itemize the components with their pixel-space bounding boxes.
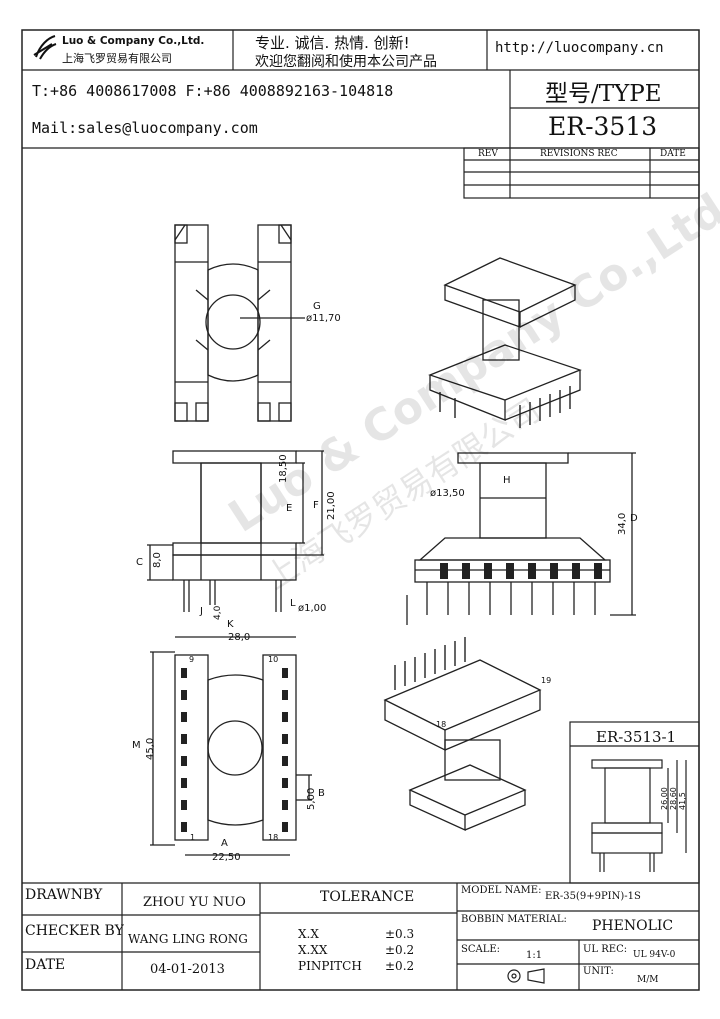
marker-f: F (313, 500, 319, 511)
dim-e-height: 18,50 (278, 454, 289, 483)
model-value: ER-35(9+9PIN)-1S (545, 891, 641, 902)
unit-label: UNIT: (583, 966, 614, 977)
marker-h: H (503, 475, 511, 486)
marker-b: B (318, 788, 325, 799)
pin-label-1: 1 (190, 833, 196, 842)
tol-x-label: X.X (298, 927, 319, 941)
website-link[interactable]: http://luocompany.cn (495, 40, 664, 56)
marker-a: A (221, 838, 228, 849)
bobbin-value: PHENOLIC (592, 918, 674, 934)
drawn-by-value: ZHOU YU NUO (143, 895, 246, 910)
pin-label-19: 19 (541, 676, 552, 685)
email-link[interactable]: Mail:sales@luocompany.com (32, 119, 258, 137)
ul-value: UL 94V-0 (633, 950, 676, 960)
variant-dim-3: 41,5 (678, 792, 687, 810)
marker-d: D (630, 513, 638, 524)
dim-l-pin: ø1,00 (298, 603, 327, 614)
dim-d-height: 34,0 (617, 512, 628, 535)
marker-k: K (227, 619, 234, 630)
dim-c-height: 8,0 (152, 552, 163, 568)
checker-value: WANG LING RONG (128, 932, 248, 946)
ul-label: UL REC: (583, 944, 628, 955)
dim-m-height: 45,0 (145, 737, 156, 760)
dim-f-height: 21,00 (326, 491, 337, 520)
scale-label: SCALE: (461, 944, 501, 955)
marker-c: C (136, 557, 143, 568)
date-value: 04-01-2013 (150, 962, 225, 977)
date-col-header: DATE (660, 149, 686, 159)
drawn-by-label: DRAWNBY (25, 887, 103, 903)
marker-e: E (286, 503, 293, 514)
tolerance-label: TOLERANCE (320, 889, 415, 905)
bobbin-label: BOBBIN MATERIAL: (461, 914, 567, 925)
checker-label: CHECKER BY (25, 923, 124, 939)
dim-h-diameter: ø13,50 (430, 488, 465, 499)
tol-xx-label: X.XX (298, 943, 328, 957)
dim-k-width: 28,0 (228, 632, 251, 643)
company-name: Luo & Company Co.,Ltd. (62, 35, 205, 47)
pin-label-18: 18 (268, 833, 279, 842)
revisions-rec-col-header: REVISIONS REC (540, 149, 618, 159)
dim-b-pitch: 5,00 (306, 787, 317, 810)
type-label: 型号/TYPE (545, 81, 662, 107)
model-label: MODEL NAME: (461, 885, 542, 896)
tol-x-value: ±0.3 (385, 927, 415, 941)
tol-pinpitch-value: ±0.2 (385, 959, 415, 973)
variant-dim-2: 28,60 (669, 787, 678, 810)
marker-j: J (200, 606, 203, 617)
unit-value: M/M (637, 975, 659, 985)
tol-xx-value: ±0.2 (385, 943, 415, 957)
scale-value: 1:1 (526, 950, 543, 961)
dim-a-width: 22,50 (212, 852, 241, 863)
date-label: DATE (25, 957, 66, 973)
tol-pinpitch-label: PINPITCH (298, 959, 362, 973)
rev-col-header: REV (478, 149, 498, 159)
marker-g: G (313, 301, 321, 312)
marker-l: L (290, 598, 296, 609)
phone-fax: T:+86 4008617008 F:+86 4008892163-104818 (32, 82, 394, 100)
company-name-cn: 上海飞罗贸易有限公司 (62, 52, 172, 65)
marker-m: M (132, 740, 141, 751)
type-value: ER-3513 (548, 112, 658, 141)
slogan: 专业. 诚信. 热情. 创新! (255, 34, 410, 52)
dim-j-length: 4,0 (213, 605, 223, 620)
pin-label-10: 10 (268, 655, 279, 664)
welcome-text: 欢迎您翻阅和使用本公司产品 (255, 54, 437, 70)
variant-title: ER-3513-1 (596, 728, 677, 746)
variant-dim-1: 26,00 (660, 787, 669, 810)
dim-g-diameter: ø11,70 (306, 313, 341, 324)
pin-label-18-iso: 18 (436, 720, 447, 729)
pin-label-9: 9 (189, 655, 195, 664)
